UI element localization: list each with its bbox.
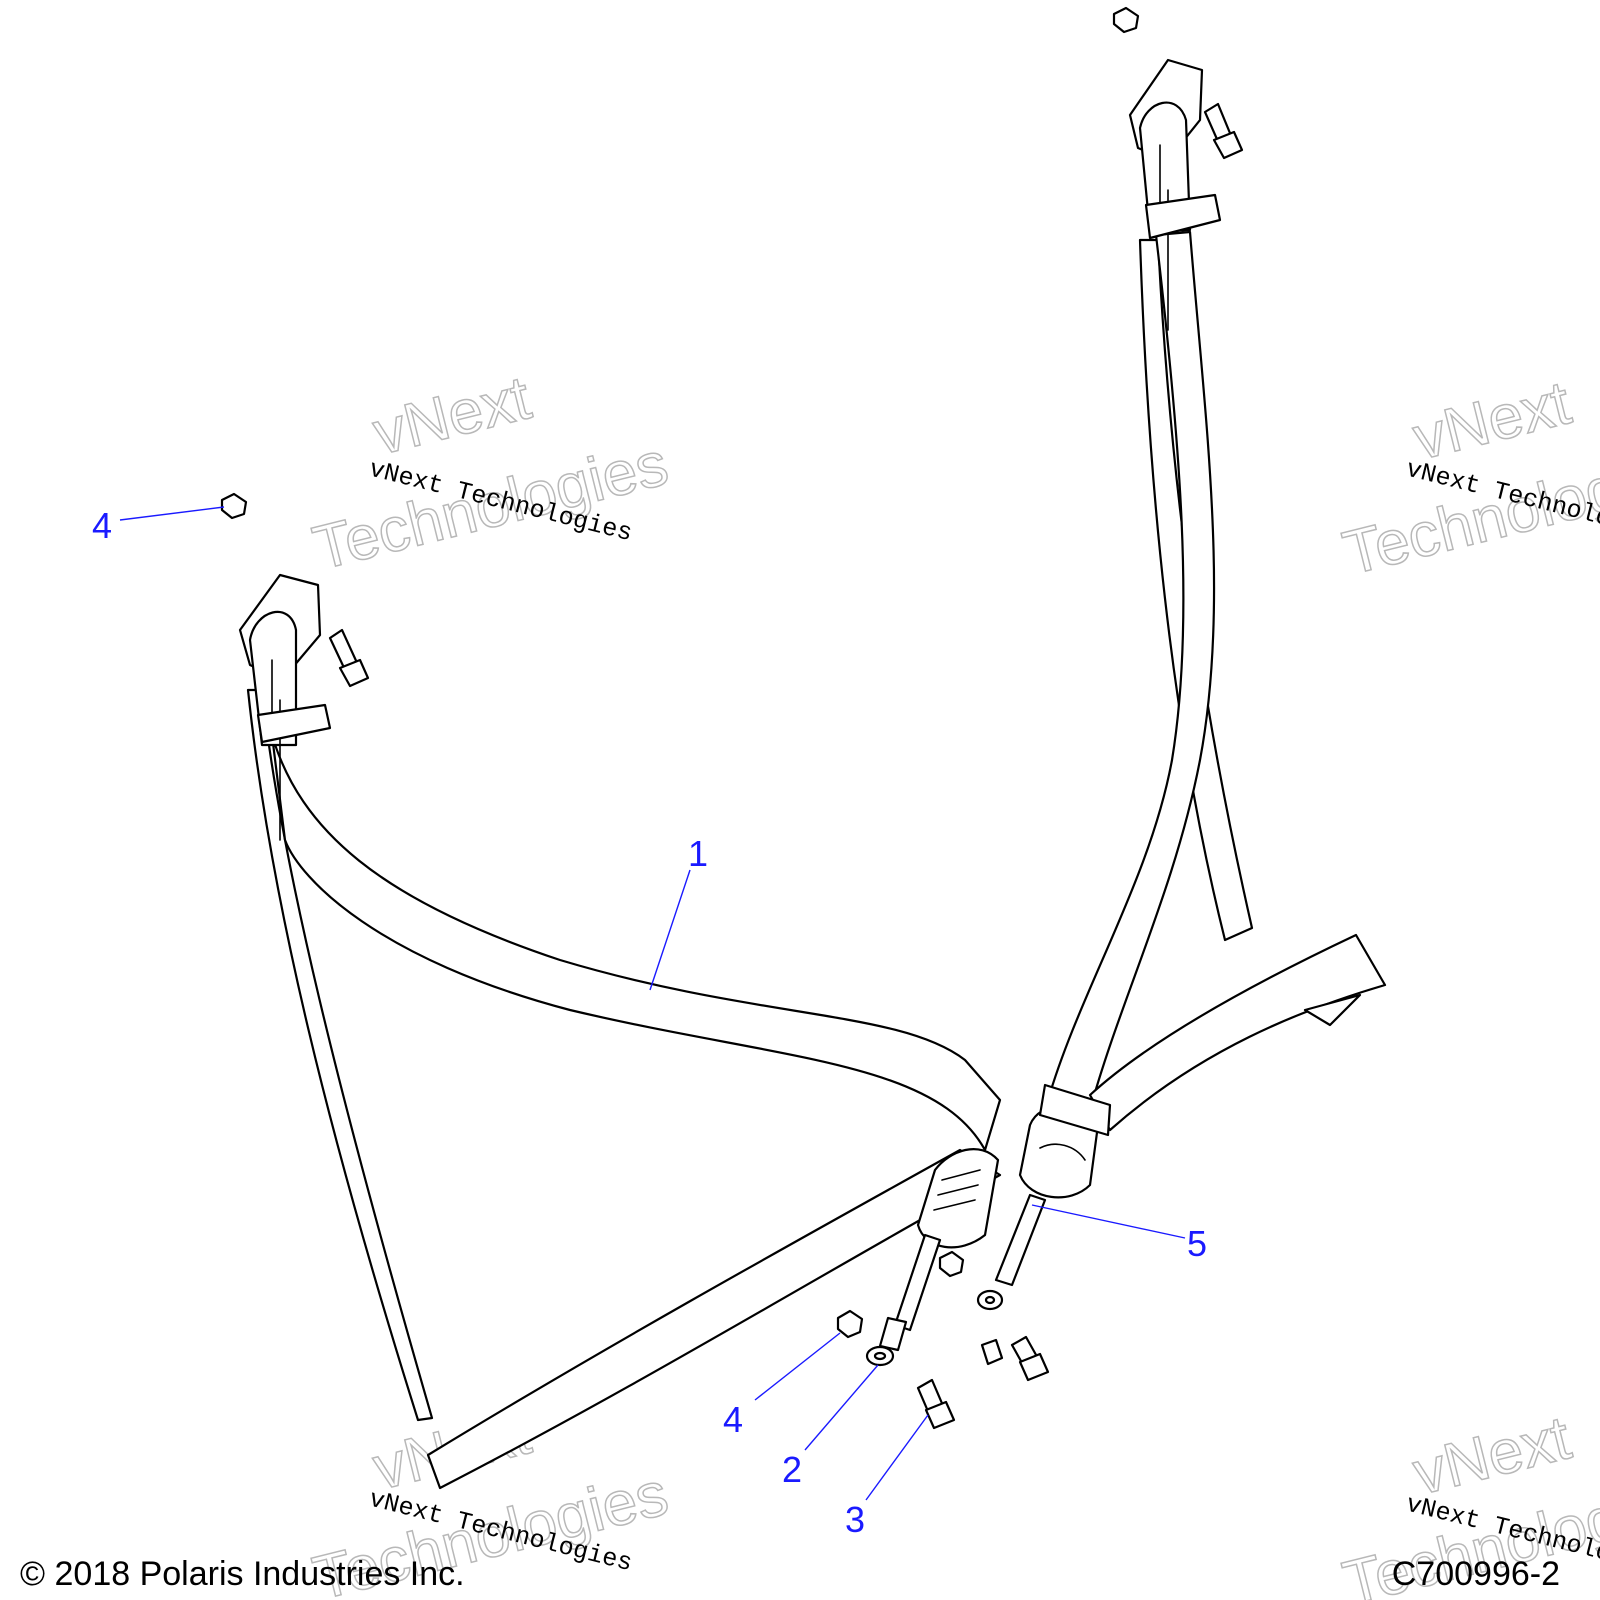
callout-3: 3	[845, 1499, 865, 1540]
svg-text:vNext: vNext	[1407, 1403, 1577, 1508]
svg-text:vNext: vNext	[367, 363, 537, 468]
copyright-notice: © 2018 Polaris Industries Inc.	[20, 1555, 465, 1593]
bolt-center	[916, 1378, 956, 1430]
left-seat-belt	[238, 573, 1002, 1490]
leader-line-4a	[119, 506, 225, 521]
nut-center	[836, 1309, 864, 1339]
nut-top-right	[1112, 6, 1140, 34]
right-seat-belt	[976, 58, 1387, 1366]
leader-line-1	[649, 869, 691, 991]
nut-near-left-buckle	[938, 1250, 965, 1278]
callout-1: 1	[688, 833, 708, 874]
svg-text:vNext: vNext	[1407, 368, 1577, 473]
drawing-number: C700996-2	[1391, 1555, 1560, 1593]
leader-line-5	[1031, 1204, 1186, 1239]
callout-4-top: 4	[92, 505, 112, 546]
watermark-top-right: vNext Technologies vNext Technologies	[1336, 368, 1600, 590]
callout-2: 2	[782, 1449, 802, 1490]
callout-4-bottom: 4	[723, 1399, 743, 1440]
nut-top-left	[220, 492, 248, 520]
watermark-top-left: vNext Technologies vNext Technologies	[306, 363, 675, 585]
leader-line-2	[804, 1364, 879, 1451]
bolt-right	[1010, 1335, 1050, 1382]
leader-line-3	[865, 1414, 929, 1501]
leader-line-4b	[754, 1332, 841, 1401]
callout-5: 5	[1187, 1223, 1207, 1264]
